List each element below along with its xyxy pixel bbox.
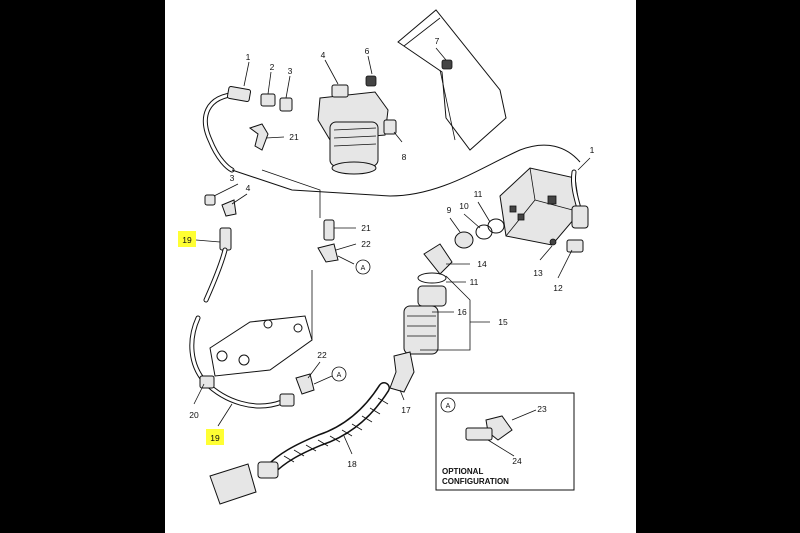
fuel-hose-19 [189,227,295,409]
mounting-plate [209,270,313,377]
callout-6: 6 [365,46,370,56]
right-fuel-hose [566,169,589,253]
callout-19: 19 [210,433,220,443]
reference-label: A [446,403,451,410]
routing-line [261,169,321,218]
callout-numbers: 1 2 3 4 6 7 8 21 3 4 1 11 10 9 19 21 22 … [182,36,594,469]
callout-22: 22 [361,239,371,249]
callout-22: 22 [317,350,327,360]
fitting-21-mid [323,219,335,241]
callout-11: 11 [474,189,483,199]
callout-12: 12 [553,283,563,293]
callout-16: 16 [457,307,467,317]
inset-caption-line2: CONFIGURATION [442,477,509,486]
callout-9: 9 [447,205,452,215]
reference-marker-a-2: A [331,366,347,382]
callout-14: 14 [477,259,487,269]
callout-21: 21 [361,223,371,233]
callout-3: 3 [288,66,293,76]
elbow-fitting-21 [248,123,269,151]
callout-8: 8 [402,152,407,162]
callout-4: 4 [246,183,251,193]
callout-4: 4 [321,50,326,60]
return-line [231,144,581,197]
bracket-line [420,275,471,351]
fitting-22-mid [317,243,339,263]
reference-marker-a-1: A [355,259,371,275]
callout-3: 3 [230,173,235,183]
corrugated-hose-18 [209,382,390,505]
callout-24: 24 [512,456,522,466]
callout-18: 18 [347,459,357,469]
fitting-3-left [204,194,216,206]
callout-1: 1 [246,52,251,62]
callout-15: 15 [498,317,508,327]
callout-19: 19 [182,235,192,245]
mounting-bracket [397,9,507,151]
callout-1: 1 [590,145,595,155]
leader-lines [193,47,591,457]
callout-7: 7 [435,36,440,46]
reference-label: A [337,372,342,379]
fittings-2-3 [260,59,453,135]
callout-17: 17 [401,405,411,415]
callout-23: 23 [537,404,547,414]
fuel-tank-unit [499,167,581,246]
highlight-19-lower [206,429,224,445]
optional-configuration-inset [435,392,575,491]
upper-fuel-hose [202,85,252,173]
callout-11: 11 [470,277,479,287]
elbow-fitting-22-lower [295,373,315,395]
callout-13: 13 [533,268,543,278]
fuel-filter-assembly [317,91,389,175]
seal-rings [454,218,557,249]
reference-marker-a-3: A [440,397,456,413]
water-separator [389,243,453,393]
highlight-19-upper [178,231,196,247]
callout-20: 20 [189,410,199,420]
reference-label: A [361,265,366,272]
callout-21: 21 [289,132,299,142]
callout-10: 10 [459,201,469,211]
callout-2: 2 [270,62,275,72]
inset-caption-line1: OPTIONAL [442,467,483,476]
